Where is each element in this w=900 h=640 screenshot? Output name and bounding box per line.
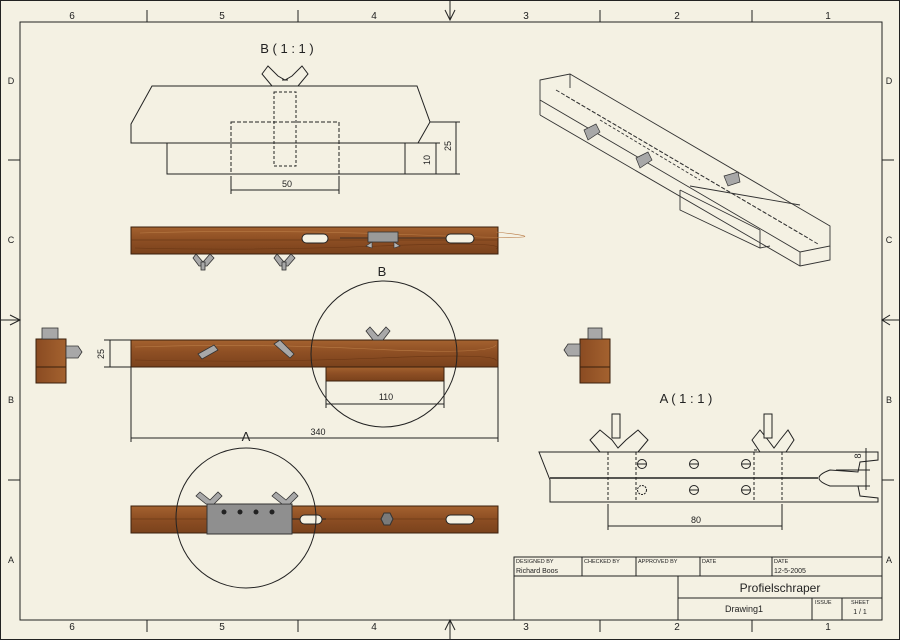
title-block [513, 556, 883, 621]
dim-a-height: 8 [853, 453, 863, 458]
col-label-top: 6 [69, 11, 75, 22]
sheet-label: SHEET [851, 600, 870, 606]
issue-label: ISSUE [815, 600, 832, 606]
dim-front-height: 25 [96, 349, 106, 359]
sheet-value: 1 / 1 [853, 609, 867, 616]
row-label-left: D [8, 76, 15, 86]
row-label-right: C [886, 235, 893, 245]
col-label-bottom: 5 [219, 622, 225, 633]
front-view [104, 280, 499, 442]
detail-view-a [538, 413, 879, 530]
detail-a-title: A ( 1 : 1 ) [660, 391, 713, 406]
checked-by-label: CHECKED BY [584, 559, 620, 565]
callout-b-label: B [378, 264, 387, 279]
row-label-left: A [8, 555, 14, 565]
bottom-view [130, 447, 499, 589]
isometric-view [539, 73, 831, 267]
col-label-top: 4 [371, 11, 377, 22]
date-label: DATE [774, 559, 789, 565]
approved-by-label: APPROVED BY [638, 559, 678, 565]
row-label-left: C [8, 235, 15, 245]
row-label-left: B [8, 395, 14, 405]
detail-b-title: B ( 1 : 1 ) [260, 41, 313, 56]
col-label-top: 1 [825, 11, 831, 22]
drawing-name: Drawing1 [725, 604, 763, 614]
designed-by-value: Richard Boos [516, 568, 559, 575]
col-label-top: 2 [674, 11, 680, 22]
side-view-right [563, 327, 611, 384]
dim-a-width: 80 [691, 515, 701, 525]
dim-b-height-large: 25 [443, 141, 453, 151]
side-view-left [35, 327, 83, 384]
top-view [130, 226, 526, 271]
date-label: DATE [702, 559, 717, 565]
col-label-top: 3 [523, 11, 529, 22]
col-label-bottom: 2 [674, 622, 680, 633]
zone-ticks [8, 10, 894, 632]
col-label-bottom: 6 [69, 622, 75, 633]
col-label-bottom: 1 [825, 622, 831, 633]
detail-view-b [130, 65, 460, 194]
dim-front-length: 340 [310, 427, 325, 437]
row-label-right: A [886, 555, 892, 565]
drawing-title: Profielschraper [740, 581, 821, 595]
dim-front-block: 110 [379, 392, 393, 402]
col-label-top: 5 [219, 11, 225, 22]
dim-b-height-small: 10 [422, 155, 432, 165]
callout-a-label: A [242, 429, 251, 444]
col-label-bottom: 4 [371, 622, 377, 633]
designed-by-label: DESIGNED BY [516, 559, 554, 565]
date-value: 12-5-2005 [774, 568, 806, 575]
row-label-right: D [886, 76, 893, 86]
row-label-right: B [886, 395, 892, 405]
dim-b-width: 50 [282, 179, 292, 189]
col-label-bottom: 3 [523, 622, 529, 633]
